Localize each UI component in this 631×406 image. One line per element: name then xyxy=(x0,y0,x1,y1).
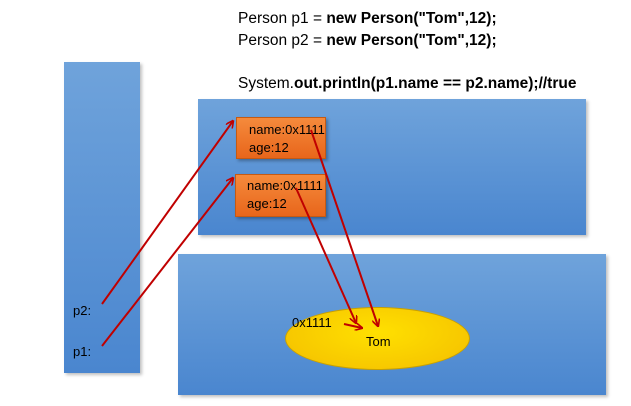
code-line-3-plain: System. xyxy=(238,75,294,92)
string-pool-address: 0x1111 xyxy=(292,315,332,330)
code-line-3: System.out.println(p1.name == p2.name);/… xyxy=(238,75,576,93)
heap-object-2-name: name:0x1111 xyxy=(247,178,323,193)
code-line-2-bold: new Person("Tom",12); xyxy=(326,32,497,49)
code-line-1-bold: new Person("Tom",12); xyxy=(326,10,497,27)
code-line-3-bold: out.println(p1.name == p2.name);//true xyxy=(293,75,577,92)
code-line-1-plain: Person p1 = xyxy=(238,10,327,27)
code-line-2: Person p2 = new Person("Tom",12); xyxy=(238,32,497,50)
stack-var-p1: p1: xyxy=(73,344,92,359)
code-line-1: Person p1 = new Person("Tom",12); xyxy=(238,10,497,28)
heap-object-1-name: name:0x1111 xyxy=(249,122,325,137)
stack-panel xyxy=(64,62,140,373)
heap-object-2: name:0x1111 age:12 xyxy=(235,174,326,217)
heap-object-1-age: age:12 xyxy=(249,140,289,155)
string-pool-value: Tom xyxy=(366,334,391,349)
stack-var-p2: p2: xyxy=(73,303,92,318)
heap-object-2-age: age:12 xyxy=(247,196,287,211)
code-line-2-plain: Person p2 = xyxy=(238,32,327,49)
heap-object-1: name:0x1111 age:12 xyxy=(236,117,326,159)
